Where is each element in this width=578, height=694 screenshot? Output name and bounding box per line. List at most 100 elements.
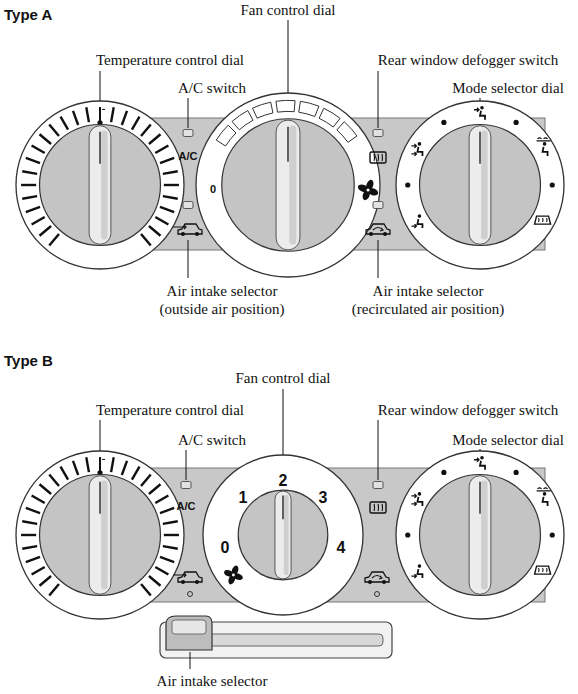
temperature-tick bbox=[163, 546, 178, 549]
dial-pointer-shade bbox=[101, 131, 108, 240]
temperature-tick bbox=[73, 461, 78, 475]
dial-pointer-mark bbox=[99, 132, 101, 164]
leader-line bbox=[100, 420, 101, 451]
part-label: A/C switch bbox=[178, 431, 246, 449]
mode-icon bbox=[474, 456, 485, 470]
dial-pointer bbox=[276, 120, 300, 250]
part-label: Mode selector dial bbox=[452, 79, 564, 97]
dial-pointer-mark bbox=[479, 482, 481, 514]
leader-line bbox=[283, 389, 284, 455]
mode-icon-screen bbox=[537, 488, 551, 491]
outside-air-arrow bbox=[173, 225, 186, 229]
part-label: A/C switch bbox=[178, 79, 246, 97]
dial-pointer-shade bbox=[101, 481, 108, 590]
dial-ring bbox=[16, 451, 184, 619]
outside-air-arrow bbox=[173, 573, 186, 577]
dial-knob bbox=[420, 475, 541, 596]
temperature-tick bbox=[160, 207, 174, 212]
mode-dot bbox=[514, 470, 519, 475]
thermometer-icon bbox=[99, 457, 101, 471]
mode-icon-arrow bbox=[411, 494, 416, 498]
mode-icon-head bbox=[543, 492, 547, 496]
car-wheel bbox=[181, 580, 185, 584]
mode-dot bbox=[441, 120, 446, 125]
dial-pointer bbox=[469, 126, 491, 245]
slider-handle bbox=[166, 616, 212, 650]
fan-speed-number: 3 bbox=[319, 488, 328, 507]
defog-waves bbox=[374, 154, 383, 161]
temperature-tick bbox=[160, 508, 174, 513]
temperature-tick bbox=[22, 196, 37, 199]
position-mark bbox=[188, 592, 193, 597]
defroster-icon bbox=[535, 566, 551, 574]
car-icon bbox=[173, 224, 202, 236]
mode-icon-arrow bbox=[411, 152, 416, 156]
dial-knob bbox=[40, 475, 161, 596]
temperature-tick bbox=[40, 576, 52, 586]
mode-icon-head bbox=[418, 142, 422, 146]
temperature-tick bbox=[32, 217, 45, 225]
temperature-tick bbox=[49, 475, 59, 487]
dial-pointer bbox=[89, 126, 111, 245]
temperature-tick bbox=[160, 158, 174, 163]
leader-line bbox=[188, 240, 189, 278]
dial-ring bbox=[203, 455, 363, 615]
temperature-tick bbox=[155, 567, 168, 575]
type-heading: Type A bbox=[4, 6, 52, 24]
temperature-tick bbox=[160, 557, 174, 562]
temperature-tick bbox=[26, 557, 40, 562]
leader-line bbox=[186, 450, 187, 480]
mode-dot bbox=[514, 120, 519, 125]
fan-hub bbox=[232, 574, 235, 577]
temperature-tick bbox=[49, 234, 59, 246]
dial-knob bbox=[222, 119, 354, 251]
leader-line bbox=[378, 420, 379, 480]
dial-pointer-shade bbox=[284, 495, 289, 576]
temperature-tick bbox=[86, 107, 89, 122]
thermometer-scale bbox=[102, 109, 105, 110]
fan-speed-segment bbox=[337, 122, 357, 143]
part-label: Fan control dial bbox=[241, 1, 336, 19]
dial-ring bbox=[196, 93, 380, 277]
mode-icon-arrow bbox=[411, 574, 416, 578]
fan-speed-segment bbox=[299, 101, 319, 116]
temperature-tick bbox=[73, 111, 78, 125]
indicator-led bbox=[183, 130, 193, 137]
dial-knob bbox=[40, 125, 161, 246]
mode-dot bbox=[441, 470, 446, 475]
temperature-tick bbox=[163, 171, 178, 174]
thermometer-scale bbox=[102, 459, 105, 460]
temperature-tick bbox=[163, 521, 178, 524]
temperature-tick bbox=[26, 508, 40, 513]
mode-dot bbox=[405, 532, 410, 537]
part-label: Temperature control dial bbox=[96, 401, 244, 419]
fan-blade bbox=[357, 183, 370, 193]
leader-line bbox=[190, 652, 191, 669]
mode-icon-body bbox=[417, 147, 422, 156]
mode-dot bbox=[550, 532, 555, 537]
defroster-icon bbox=[535, 216, 551, 224]
temperature-tick bbox=[26, 158, 40, 163]
temperature-tick bbox=[141, 234, 151, 246]
car-icon bbox=[366, 224, 390, 236]
temperature-tick bbox=[122, 461, 127, 475]
mode-icon-head bbox=[543, 142, 547, 146]
position-mark bbox=[375, 592, 380, 597]
mode-icon bbox=[474, 106, 485, 120]
temperature-tick bbox=[32, 567, 45, 575]
leader-line bbox=[188, 98, 189, 128]
part-label: Air intake selector bbox=[157, 672, 268, 690]
dial-ring bbox=[16, 101, 184, 269]
mode-icon-body bbox=[417, 569, 422, 578]
part-label: Air intake selector (outside air positio… bbox=[147, 282, 297, 318]
dial-ring bbox=[396, 451, 564, 619]
dial-pointer-shade bbox=[481, 131, 488, 240]
temperature-tick bbox=[40, 134, 52, 144]
temperature-tick bbox=[40, 484, 52, 494]
temperature-tick bbox=[40, 226, 52, 236]
temperature-tick bbox=[22, 546, 37, 549]
leader-line bbox=[100, 71, 101, 101]
panel-marking: A/C bbox=[177, 500, 196, 513]
part-label: Temperature control dial bbox=[96, 51, 244, 69]
